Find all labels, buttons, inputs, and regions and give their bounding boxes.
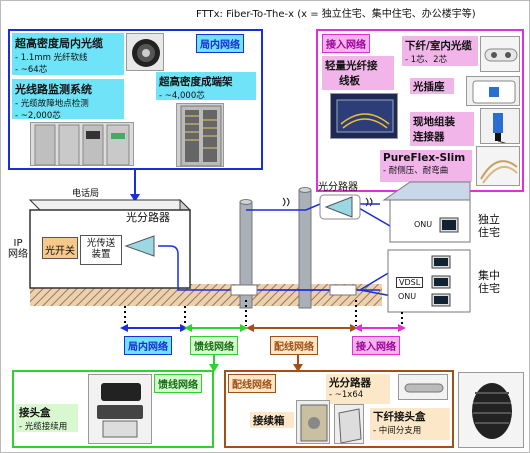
pureflex-cable-photo bbox=[476, 146, 520, 186]
item-spec: - ~64芯 bbox=[15, 65, 48, 75]
optical-transmission-device: 光传送 装置 bbox=[80, 235, 122, 265]
flat-cable-icon bbox=[484, 48, 518, 62]
item-title: 接续箱 bbox=[253, 415, 285, 427]
item-spec: - 中间分支用 bbox=[373, 426, 422, 436]
item-title: 超高密度局内光缆 bbox=[15, 37, 103, 50]
item-spec: - 光缆接续用 bbox=[19, 422, 68, 432]
item-title: 现地组装 bbox=[413, 116, 455, 128]
item-title: 线板 bbox=[339, 75, 360, 87]
device-text: 光传送 bbox=[86, 238, 116, 249]
item-spec: - ~1x64 bbox=[329, 390, 364, 400]
field-assembly-connector-label: 现地组装 连接器 bbox=[410, 112, 474, 146]
vdsl-label: VDSL bbox=[396, 277, 424, 288]
optical-outlet-photo bbox=[466, 76, 520, 106]
splitter-pole-label: 光分路器 bbox=[318, 182, 358, 193]
apartment-label: 集中 住宅 bbox=[478, 269, 500, 295]
fiber-tray-icon bbox=[336, 99, 394, 133]
segment-arrows bbox=[120, 324, 406, 332]
closure-icon bbox=[97, 383, 143, 438]
splitter-co-label: 光分路器 bbox=[126, 211, 170, 224]
house-text: 住宅 bbox=[478, 225, 500, 239]
field-connector-photo bbox=[480, 108, 520, 144]
central-office-network-tag: 局内网络 bbox=[196, 34, 244, 53]
segment-tag-feeder: 馈线网络 bbox=[190, 336, 238, 355]
item-title: 轻量光纤接 bbox=[325, 60, 378, 72]
optical-outlet-label: 光插座 bbox=[410, 78, 454, 94]
pureflex-slim-label: PureFlex-Slim - 耐侧压、耐弯曲 bbox=[380, 150, 472, 182]
house-label: 独立 住宅 bbox=[478, 213, 500, 239]
feeder-network-box bbox=[12, 370, 214, 448]
cable-reel-icon bbox=[132, 39, 160, 67]
connector-icon bbox=[493, 113, 507, 143]
ip-network-text: 网络 bbox=[8, 249, 28, 260]
junction-enclosure-photo bbox=[334, 404, 364, 444]
distribution-frame-photo bbox=[176, 103, 224, 167]
header-title: FTTx: Fiber-To-The-x (x = 独立住宅、集中住宅、办公楼宇… bbox=[196, 9, 476, 20]
line-monitoring-system-label: 光线路监测系统 - 光缆故障地点检测 - ~2,000芯 bbox=[12, 79, 124, 121]
monitoring-rack-photo bbox=[30, 122, 134, 166]
ip-network-label: IP 网络 bbox=[8, 238, 28, 260]
item-spec: - 耐侧压、耐弯曲 bbox=[383, 166, 449, 176]
item-title: 接头盒 bbox=[19, 407, 51, 419]
item-spec: - 光缆故障地点检测 bbox=[15, 99, 89, 109]
item-title: PureFlex-Slim bbox=[383, 152, 466, 164]
wall-outlet-icon bbox=[472, 80, 516, 104]
access-network-tag: 接入网络 bbox=[322, 34, 370, 53]
apartment-text: 集中 bbox=[478, 269, 500, 282]
central-office-network-box bbox=[8, 29, 263, 170]
splitter-spec-label: 光分路器 - ~1x64 bbox=[326, 374, 390, 404]
high-density-frame-label: 超高密度成端架 - ~4,000芯 bbox=[156, 72, 256, 101]
junction-box-photo bbox=[296, 400, 330, 444]
house-text: 独立 bbox=[478, 213, 500, 226]
distribution-network-box bbox=[224, 370, 454, 448]
item-title: 连接器 bbox=[413, 131, 445, 143]
termination-board-photo bbox=[330, 93, 398, 139]
splice-closure-label: 接头盒 - 光缆接续用 bbox=[16, 404, 78, 432]
splice-closure-photo bbox=[88, 374, 152, 444]
item-spec: - ~4,000芯 bbox=[159, 91, 205, 101]
enclosure-icon bbox=[338, 408, 362, 443]
onu-house-label: ONU bbox=[414, 220, 433, 229]
equipment-rack-icon bbox=[34, 124, 130, 165]
cable-reel-photo bbox=[126, 33, 164, 71]
drop-closure-label: 下纤接头盒 - 中间分支用 bbox=[370, 408, 450, 440]
item-title: 下纤/室内光缆 bbox=[405, 40, 472, 52]
apartment-text: 住宅 bbox=[478, 281, 500, 295]
segment-tag-distribution: 配线网络 bbox=[270, 336, 318, 355]
drop-closure-photo bbox=[458, 372, 524, 448]
lightweight-termination-board-label: 轻量光纤接 线板 bbox=[322, 56, 394, 90]
ip-network-text: IP bbox=[13, 238, 23, 249]
splitter-module-icon bbox=[404, 383, 444, 393]
distribution-network-tag: 配线网络 bbox=[228, 374, 276, 393]
drop-closure-icon bbox=[472, 383, 512, 439]
optical-switch: 光开关 bbox=[42, 237, 78, 259]
splitter-module-photo bbox=[398, 374, 448, 400]
junction-box-label: 接续箱 bbox=[250, 412, 294, 428]
item-title: 光插座 bbox=[413, 81, 445, 93]
ultra-high-density-cable-label: 超高密度局内光缆 - 1.1mm 光纤软线 - ~64芯 bbox=[12, 33, 124, 75]
item-spec: - 1芯、2芯 bbox=[405, 55, 448, 65]
coiled-cable-icon bbox=[480, 160, 518, 184]
junction-box-icon bbox=[300, 404, 328, 442]
patch-frame-icon bbox=[180, 105, 222, 166]
drop-cable-photo bbox=[480, 36, 520, 72]
item-title: 超高密度成端架 bbox=[159, 76, 233, 88]
segment-tag-central-office: 局内网络 bbox=[124, 336, 172, 355]
drop-indoor-cable-label: 下纤/室内光缆 - 1芯、2芯 bbox=[402, 36, 478, 66]
item-spec: - ~2,000芯 bbox=[15, 111, 61, 121]
item-title: 光线路监测系统 bbox=[15, 83, 92, 96]
central-office-label: 电话局 bbox=[72, 189, 100, 199]
item-spec: - 1.1mm 光纤软线 bbox=[15, 53, 88, 63]
segment-tag-access: 接入网络 bbox=[352, 336, 400, 355]
item-title: 下纤接头盒 bbox=[373, 411, 426, 423]
item-title: 光分路器 bbox=[329, 377, 371, 389]
onu-apt-label: ONU bbox=[398, 292, 417, 301]
device-text: 装置 bbox=[91, 249, 111, 261]
feeder-network-tag: 馈线网络 bbox=[154, 374, 202, 393]
